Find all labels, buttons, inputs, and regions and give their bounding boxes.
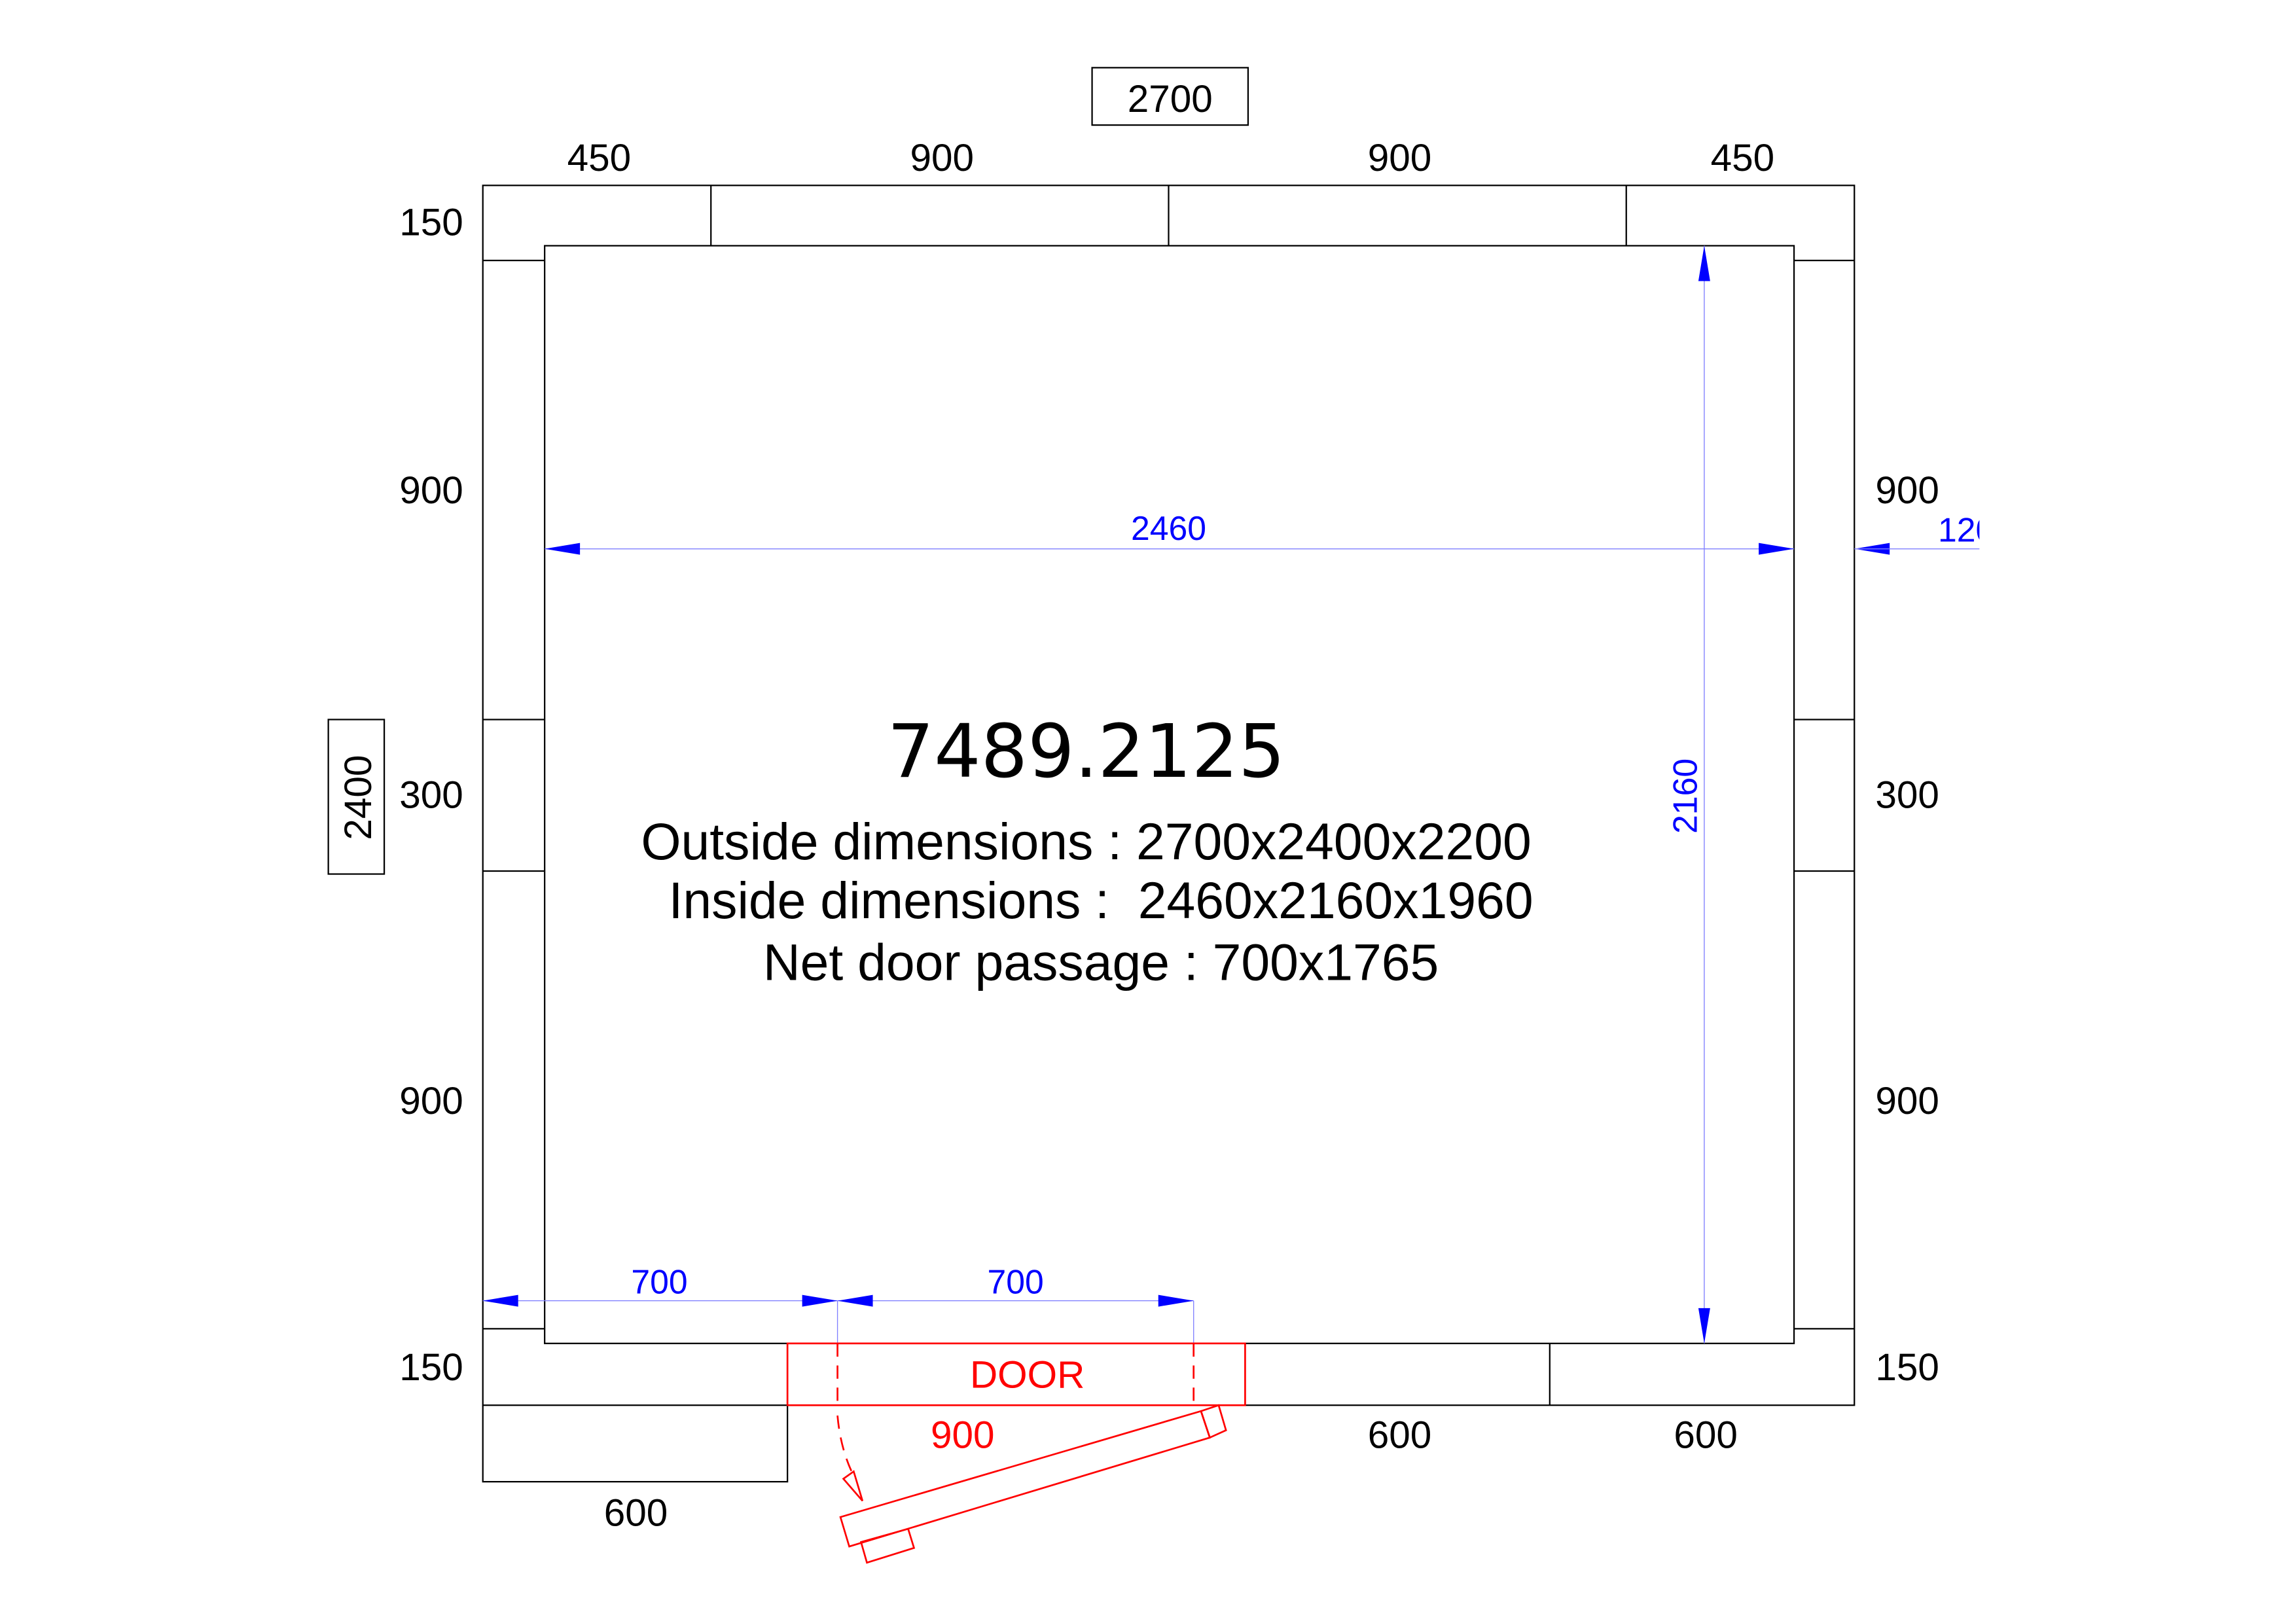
door-dimensions (482, 1294, 1194, 1344)
left-panel-label: 900 (399, 1080, 463, 1122)
door-passage-label: 700 (988, 1262, 1044, 1300)
inside-depth-label: 2160 (1666, 758, 1704, 834)
top-panel-label: 450 (1711, 137, 1775, 179)
wall-thickness-label: 120 (1938, 510, 1994, 548)
net-door-passage: Net door passage : 700x1765 (763, 933, 1439, 991)
overall-depth-box (327, 719, 386, 875)
left-panel-label: 900 (399, 469, 463, 512)
volume-label: 7489.2125 (888, 709, 1285, 794)
left-panel-label: 150 (399, 202, 463, 244)
overall-depth-label: 2400 (337, 755, 380, 840)
door-offset-label: 700 (631, 1262, 687, 1300)
top-panel-label: 900 (1368, 137, 1432, 179)
left-panel-label: 300 (399, 774, 463, 816)
bottom-panel-label: 600 (604, 1492, 668, 1535)
top-panel-label: 450 (567, 137, 632, 179)
inside-dimensions: Inside dimensions : 2460x2160x1960 (668, 872, 1533, 929)
door-leaf (839, 1410, 1211, 1548)
top-panel-label: 900 (910, 137, 974, 179)
outside-dimensions: Outside dimensions : 2700x2400x2200 (641, 813, 1531, 870)
door (786, 1342, 1246, 1564)
right-panel-label: 900 (1875, 1080, 1939, 1122)
bottom-panel-label: 600 (1368, 1414, 1432, 1456)
left-panel-label: 150 (399, 1346, 463, 1389)
inside-width-label: 2460 (1131, 509, 1206, 547)
right-panel-label: 300 (1875, 774, 1939, 816)
overall-width-label: 2700 (1128, 78, 1213, 120)
inside-depth-dimension (1698, 245, 1710, 1344)
inside-width-dimension (545, 543, 1980, 555)
door-label: DOOR (970, 1353, 1085, 1396)
door-panel-label: 900 (931, 1414, 995, 1456)
right-panel-label: 900 (1875, 469, 1939, 512)
overall-width-box (1091, 67, 1249, 126)
right-panel-label: 150 (1875, 1346, 1939, 1389)
bottom-panel-label: 600 (1674, 1414, 1738, 1456)
